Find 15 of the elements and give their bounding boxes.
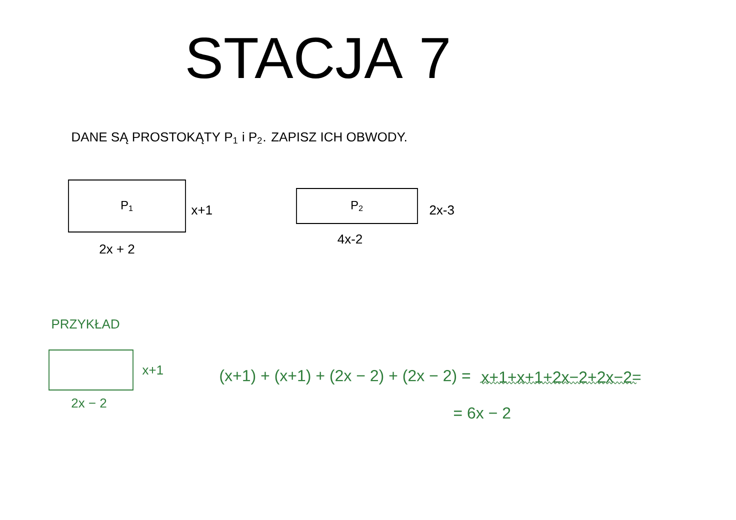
title: STACJA 7 bbox=[187, 37, 448, 79]
result-text: = 6x − 2 bbox=[454, 407, 510, 419]
rectangle-box bbox=[48, 350, 134, 390]
equation-text: (x+1) + (x+1) + (2x − 2) + (2x − 2) = bbox=[220, 370, 470, 384]
side-length-label: 2x + 2 bbox=[100, 244, 134, 254]
example-heading: PRZYKŁAD bbox=[52, 320, 120, 328]
side-length-label: 2x-3 bbox=[430, 205, 454, 215]
side-length-label: x+1 bbox=[142, 366, 163, 374]
side-length-label: x+1 bbox=[191, 206, 212, 214]
side-length-label: 4x-2 bbox=[338, 234, 362, 244]
side-length-label: 2x − 2 bbox=[72, 398, 106, 408]
rectangle-box: P$_{2}$ bbox=[296, 188, 418, 224]
rectangle-box: P$_{1}$ bbox=[68, 180, 186, 232]
instruction-text: DANE SĄ PROSTOKĄTY P$_{1}$ i P$_{2}$. ZAPISZ ICH OBWODY. bbox=[72, 132, 406, 144]
equation-text: x+1+x+1+2x−2+2x−2= bbox=[480, 371, 641, 384]
